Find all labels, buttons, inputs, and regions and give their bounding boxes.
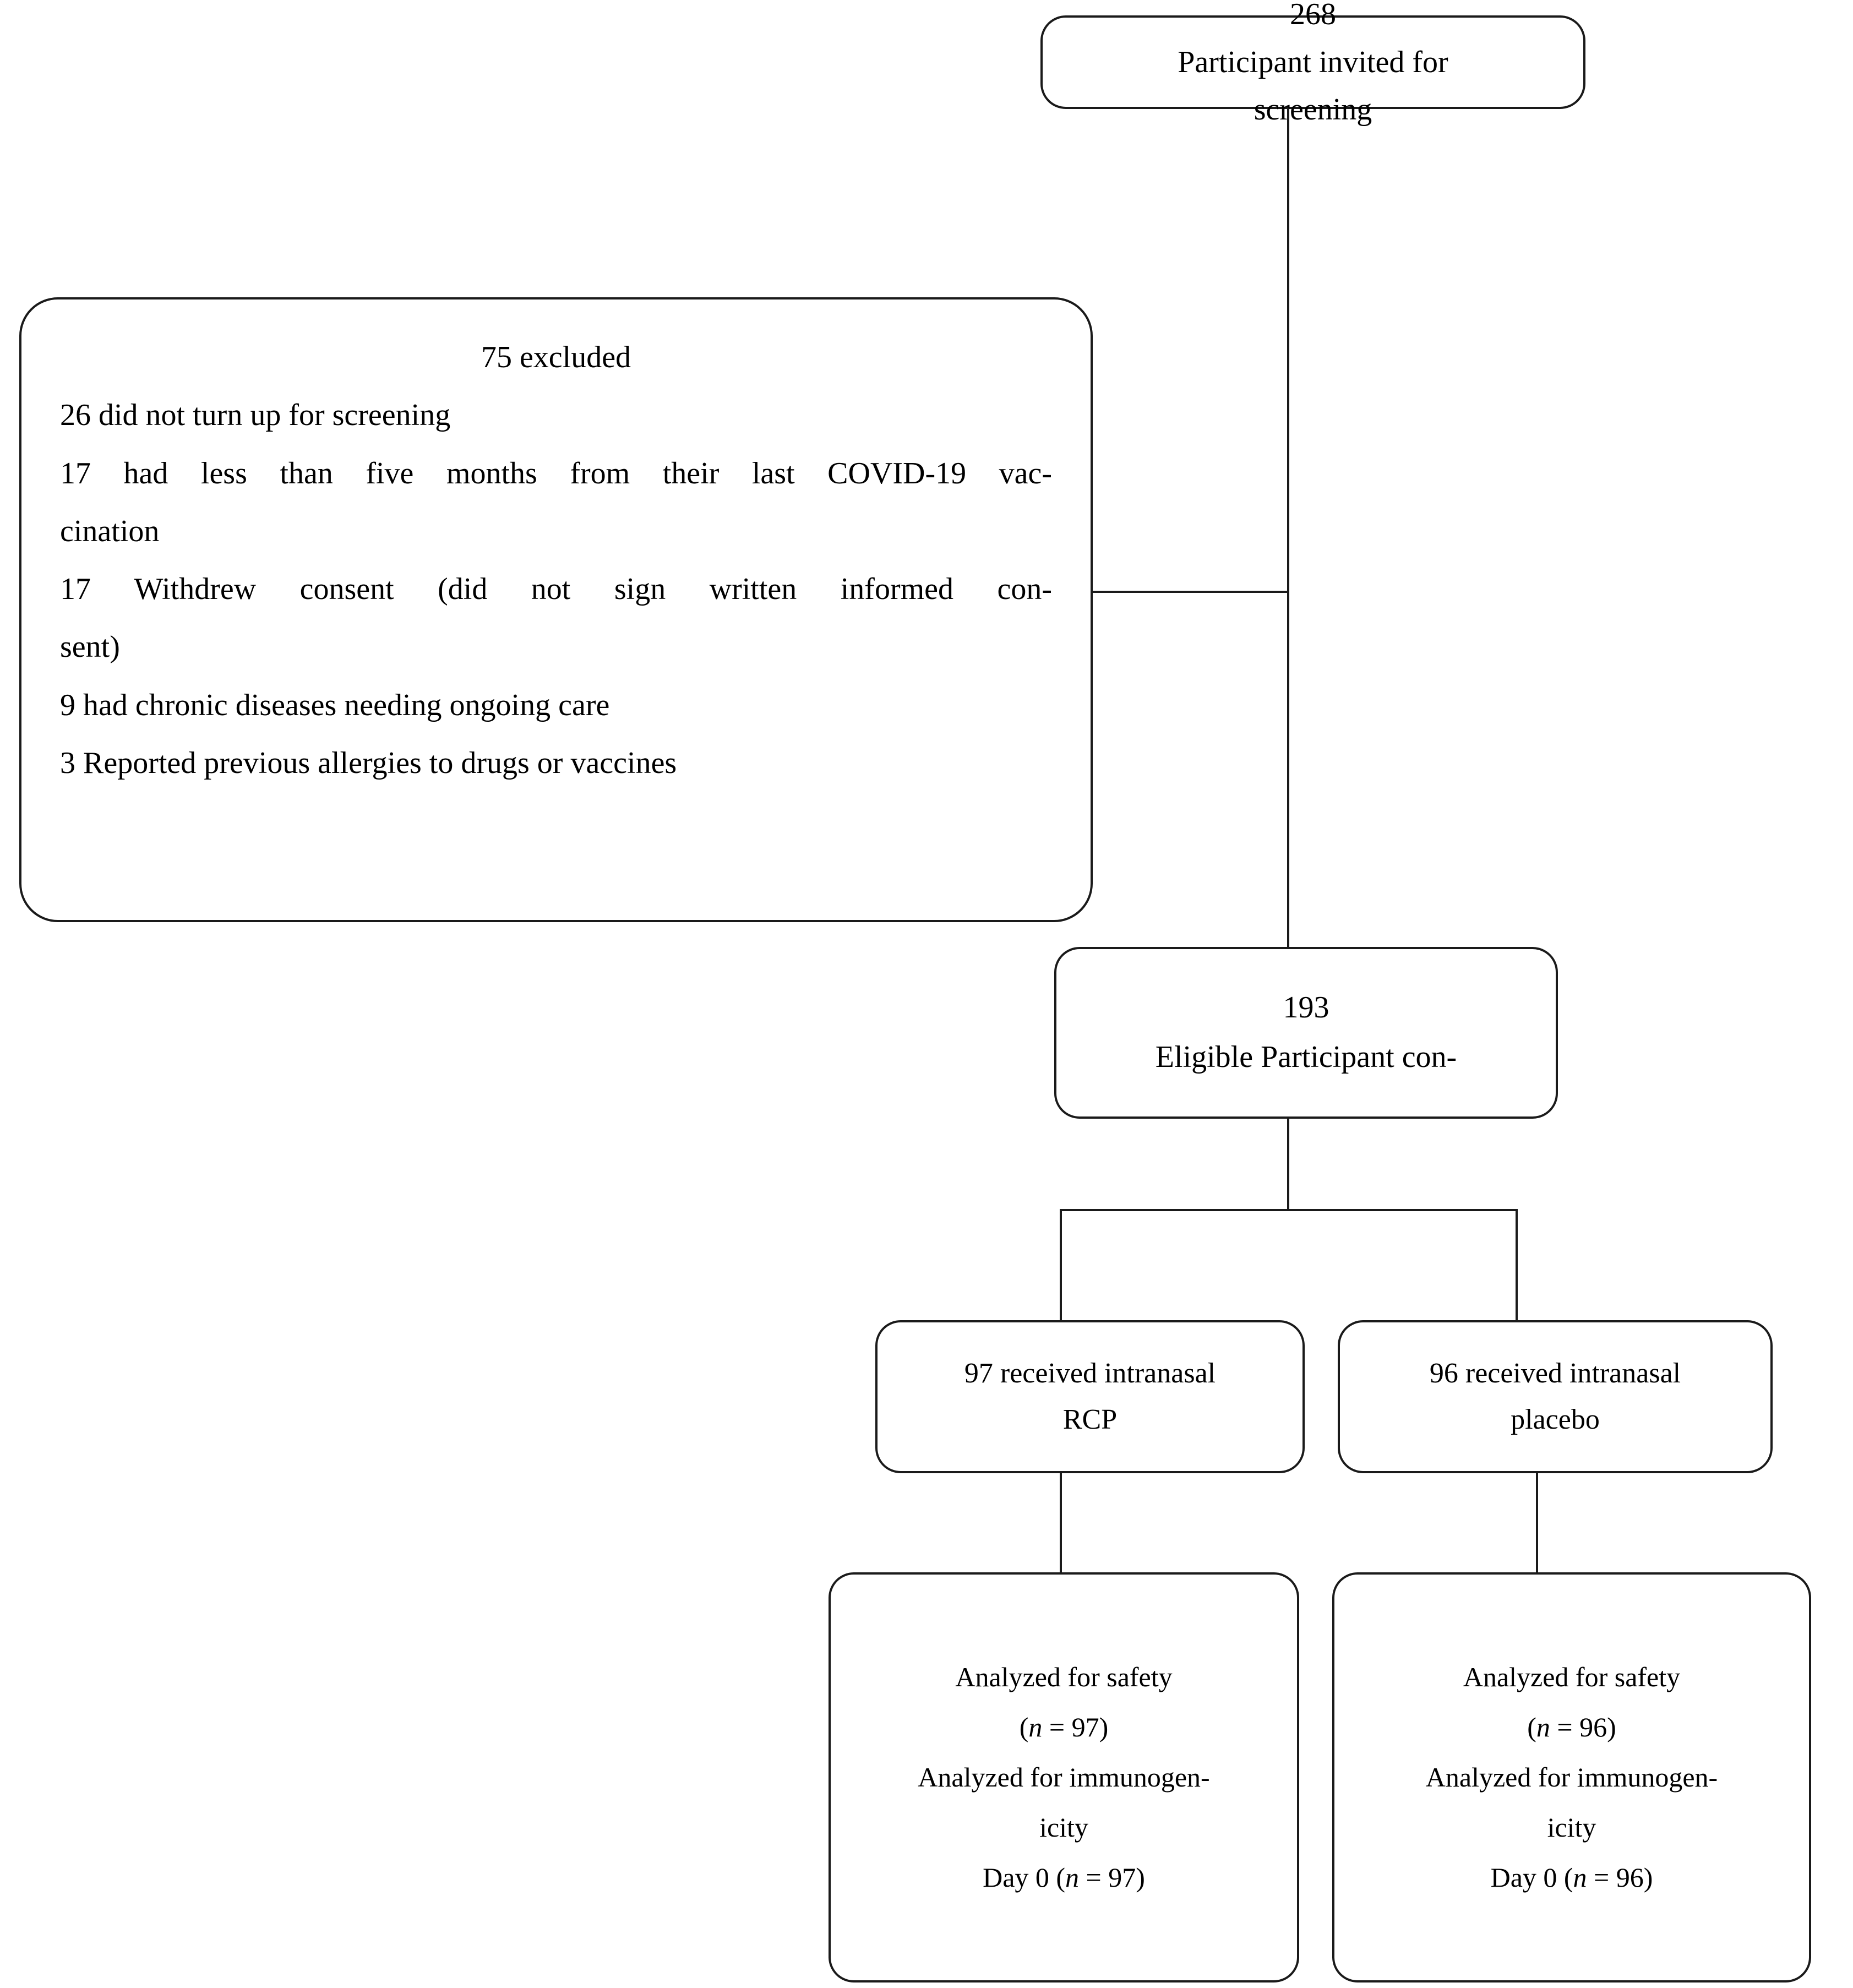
node-analysis-rcp: Analyzed for safety (n = 97) Analyzed fo… — [829, 1572, 1299, 1982]
analysis-placebo-safety-n: (n = 96) — [1527, 1712, 1616, 1742]
excluded-heading: 75 excluded — [481, 340, 631, 374]
connector-fork-to-arm-rcp — [1060, 1209, 1062, 1321]
connector-arm-rcp-to-analysis — [1060, 1472, 1062, 1573]
connector-fork-to-arm-placebo — [1516, 1209, 1518, 1321]
screening-count: 268 — [1290, 0, 1336, 31]
analysis-rcp-safety-n: (n = 97) — [1019, 1712, 1109, 1742]
excluded-item-chronic-disease: 9 had chronic diseases needing ongoing c… — [60, 688, 610, 722]
connector-fork-bar — [1060, 1209, 1518, 1211]
excluded-item-allergies: 3 Reported previous allergies to drugs o… — [60, 745, 677, 780]
node-arm-placebo: 96 received intranasal placebo — [1338, 1320, 1773, 1473]
connector-arm-placebo-to-analysis — [1536, 1472, 1538, 1573]
excluded-item-recent-vaccination: 17 had less than five months from their … — [60, 456, 1052, 491]
excluded-item-no-show: 26 did not turn up for screening — [60, 398, 451, 433]
excluded-item-withdrew-consent: 17 Withdrew consent (did not sign writte… — [60, 572, 1052, 607]
connector-screening-to-eligible — [1287, 108, 1289, 949]
excluded-item-withdrew-consent-cont: sent) — [60, 630, 120, 665]
connector-spine-to-excluded — [1092, 591, 1288, 593]
connector-eligible-to-fork — [1287, 1118, 1289, 1210]
arm-rcp-line-2: RCP — [1062, 1404, 1118, 1435]
screening-line-3: screening — [1254, 92, 1372, 127]
analysis-placebo-safety-label: Analyzed for safety — [1463, 1662, 1681, 1692]
excluded-item-recent-vaccination-cont: cination — [60, 514, 160, 548]
node-excluded: 75 excluded 26 did not turn up for scree… — [19, 297, 1093, 922]
arm-rcp-line-1: 97 received intranasal — [964, 1357, 1216, 1389]
arm-placebo-line-2: placebo — [1511, 1404, 1600, 1435]
screening-line-2: Participant invited for — [1178, 45, 1448, 79]
eligible-label: Eligible Participant con- — [1155, 1040, 1457, 1074]
analysis-placebo-immuno-label-cont: icity — [1547, 1812, 1596, 1843]
eligible-count: 193 — [1283, 990, 1329, 1025]
analysis-rcp-immuno-label-cont: icity — [1039, 1812, 1088, 1843]
analysis-placebo-immuno-label: Analyzed for immunogen- — [1425, 1762, 1718, 1793]
node-arm-rcp: 97 received intranasal RCP — [875, 1320, 1305, 1473]
node-analysis-placebo: Analyzed for safety (n = 96) Analyzed fo… — [1332, 1572, 1811, 1982]
analysis-rcp-immuno-label: Analyzed for immunogen- — [918, 1762, 1210, 1793]
arm-placebo-line-1: 96 received intranasal — [1429, 1357, 1681, 1389]
analysis-rcp-day0-n: Day 0 (n = 97) — [983, 1862, 1145, 1893]
node-screening: 268 Participant invited for screening — [1040, 0, 1585, 127]
analysis-placebo-day0-n: Day 0 (n = 96) — [1490, 1862, 1653, 1893]
analysis-rcp-safety-label: Analyzed for safety — [955, 1662, 1173, 1692]
node-eligible: 193 Eligible Participant con- — [1054, 947, 1558, 1119]
